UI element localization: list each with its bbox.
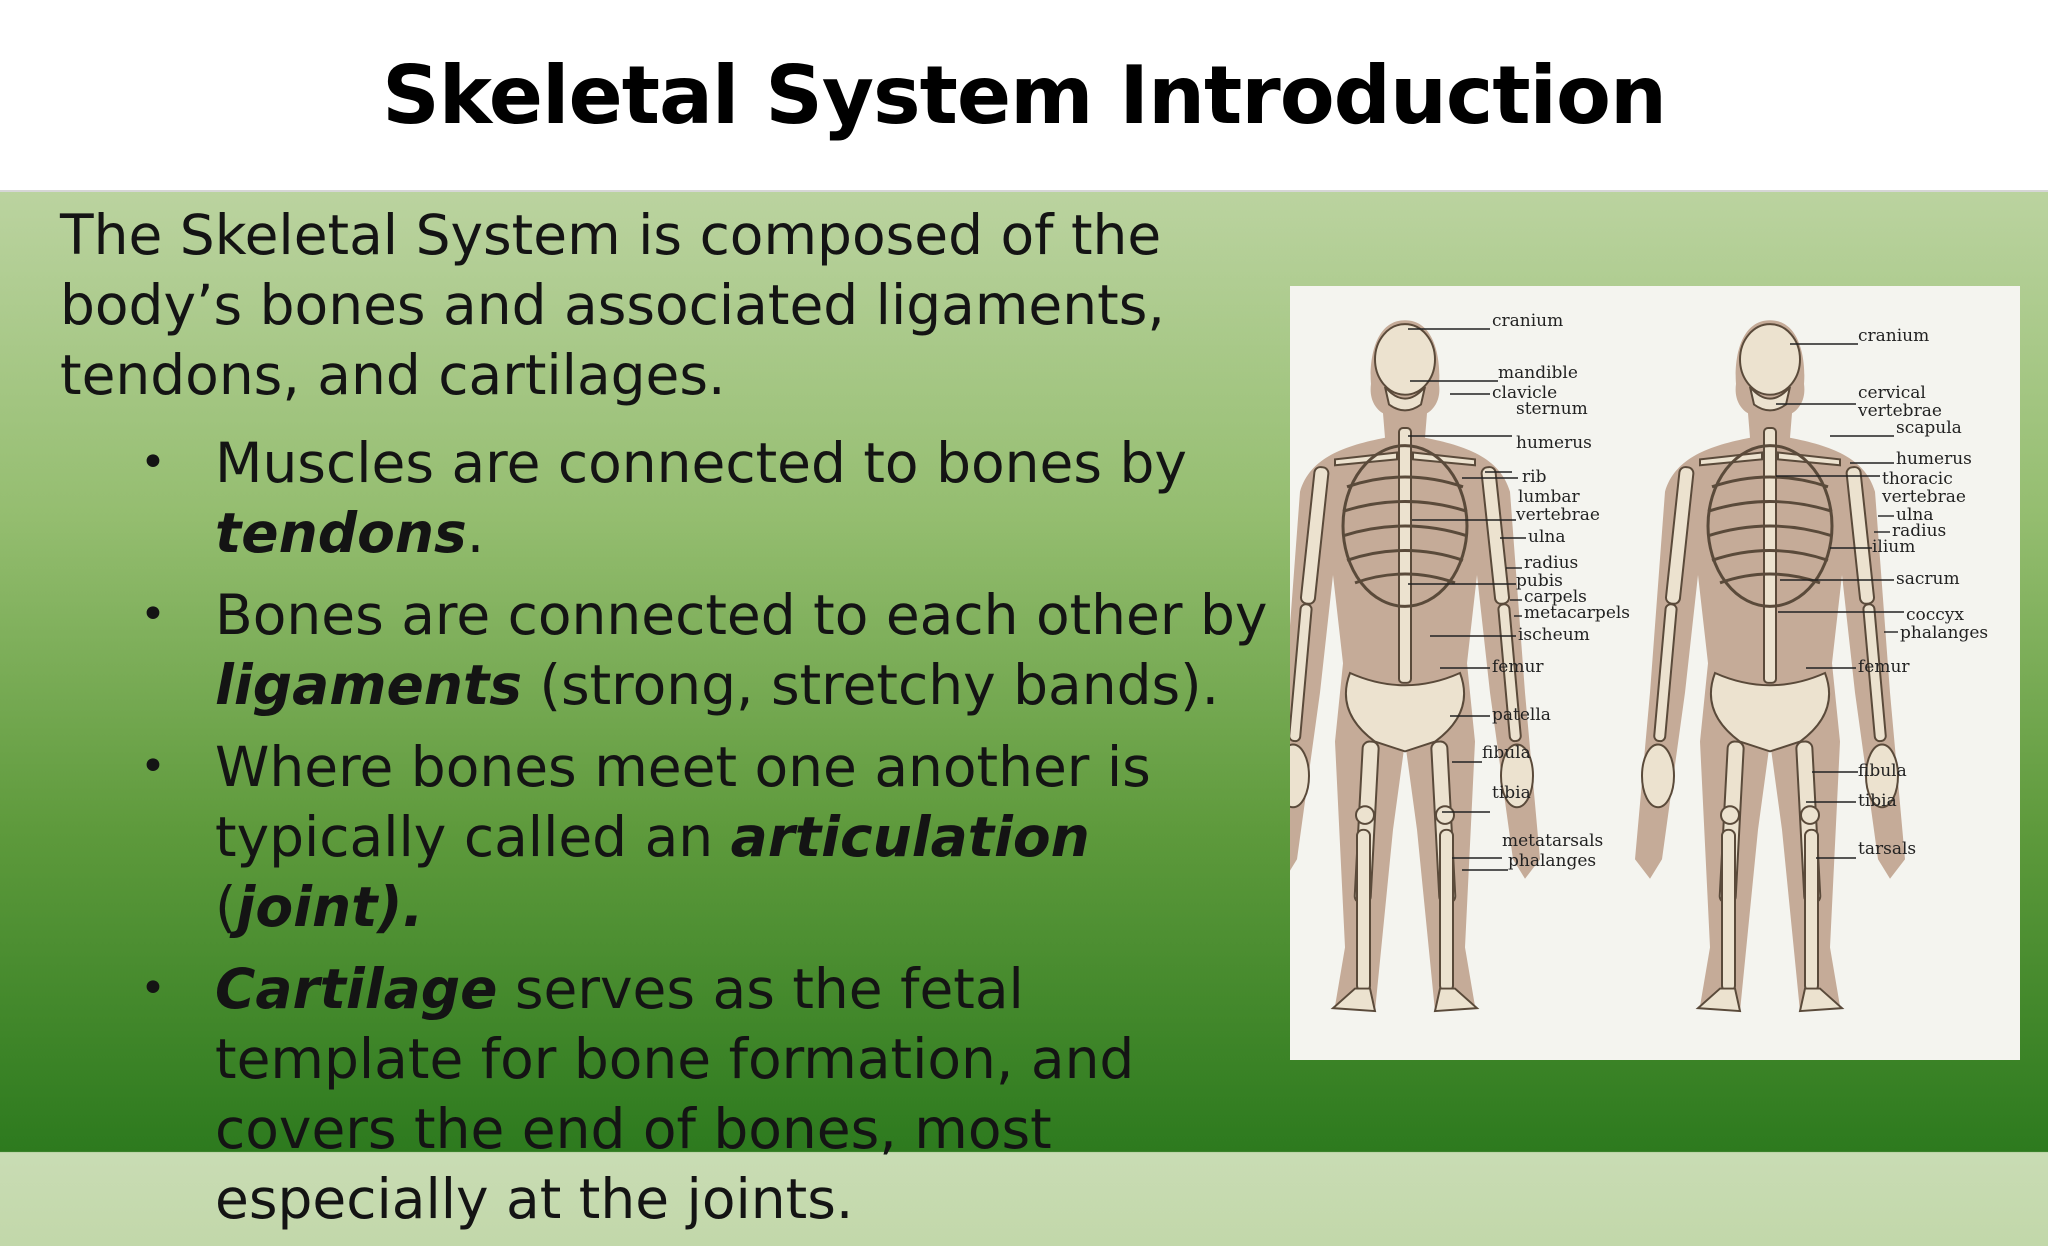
label-back-humerus: humerus	[1896, 449, 1972, 469]
label-clavicle: clavicle	[1492, 383, 1557, 403]
label-thoracic-vertebrae: vertebrae	[1881, 487, 1966, 507]
label-mandible: mandible	[1498, 363, 1578, 383]
bullet-dot: •	[140, 589, 166, 640]
front-labels: cranium mandible clavicle sternum humeru…	[1408, 311, 1630, 871]
label-cranium: cranium	[1492, 311, 1563, 331]
title-bar: Skeletal System Introduction	[0, 0, 2048, 192]
label-rib: rib	[1522, 467, 1547, 487]
label-thoracic: thoracic	[1882, 469, 1953, 489]
label-femur: femur	[1492, 657, 1544, 677]
bullet-tendons: •Muscles are connected to bones by tendo…	[60, 428, 1280, 568]
label-metacarpels: metacarpels	[1524, 603, 1630, 623]
label-ilium: ilium	[1872, 537, 1915, 557]
bullet-ligaments: •Bones are connected to each other by li…	[60, 580, 1280, 720]
term-cartilage: Cartilage	[215, 957, 498, 1021]
label-back-femur: femur	[1858, 657, 1910, 677]
label-tarsals: tarsals	[1858, 839, 1916, 859]
label-lumbar: lumbar	[1518, 487, 1581, 507]
label-pubis: pubis	[1516, 571, 1563, 591]
label-sacrum: sacrum	[1896, 569, 1960, 589]
bullet-cartilage: •Cartilage serves as the fetal template …	[60, 954, 1280, 1234]
label-ischeum: ischeum	[1518, 625, 1590, 645]
intro-paragraph: The Skeletal System is composed of the b…	[60, 203, 1165, 407]
label-radius: radius	[1524, 553, 1578, 573]
term-tendons: tendons	[215, 501, 467, 565]
label-scapula: scapula	[1896, 418, 1962, 438]
label-back-tibia: tibia	[1858, 791, 1897, 811]
label-tibia: tibia	[1492, 783, 1531, 803]
bullet-dot: •	[140, 741, 166, 792]
label-carpels: carpels	[1524, 587, 1587, 607]
slide-content: The Skeletal System is composed of the b…	[60, 200, 1280, 1246]
label-back-phalanges: phalanges	[1900, 623, 1988, 643]
skeleton-illustration: cranium mandible clavicle sternum humeru…	[1290, 311, 1988, 1013]
label-coccyx: coccyx	[1906, 605, 1964, 625]
label-lumbar-vertebrae: vertebrae	[1515, 505, 1600, 525]
bullet-dot: •	[140, 437, 166, 488]
label-patella: patella	[1492, 705, 1551, 725]
skeleton-diagram: cranium mandible clavicle sternum humeru…	[1290, 286, 2020, 1060]
label-back-ulna: ulna	[1896, 505, 1933, 525]
back-labels: cranium cervical vertebrae scapula humer…	[1776, 326, 1988, 859]
slide-title: Skeletal System Introduction	[382, 48, 1667, 142]
label-phalanges: phalanges	[1508, 851, 1596, 871]
label-humerus: humerus	[1516, 433, 1592, 453]
bullet-dot: •	[140, 963, 166, 1014]
label-cervical: cervical	[1858, 383, 1926, 403]
label-ulna: ulna	[1528, 527, 1565, 547]
term-joint: joint	[236, 875, 378, 939]
label-metatarsals: metatarsals	[1502, 831, 1603, 851]
term-ligaments: ligaments	[215, 653, 522, 717]
label-back-fibula: fibula	[1858, 761, 1907, 781]
label-sternum: sternum	[1516, 399, 1588, 419]
label-fibula: fibula	[1482, 743, 1531, 763]
bullet-articulation: •Where bones meet one another is typical…	[60, 732, 1280, 942]
label-back-radius: radius	[1892, 521, 1946, 541]
bullet-list: •Muscles are connected to bones by tendo…	[60, 428, 1280, 1234]
label-cervical-vertebrae: vertebrae	[1857, 401, 1942, 421]
term-articulation: articulation	[730, 805, 1090, 869]
label-back-cranium: cranium	[1858, 326, 1929, 346]
